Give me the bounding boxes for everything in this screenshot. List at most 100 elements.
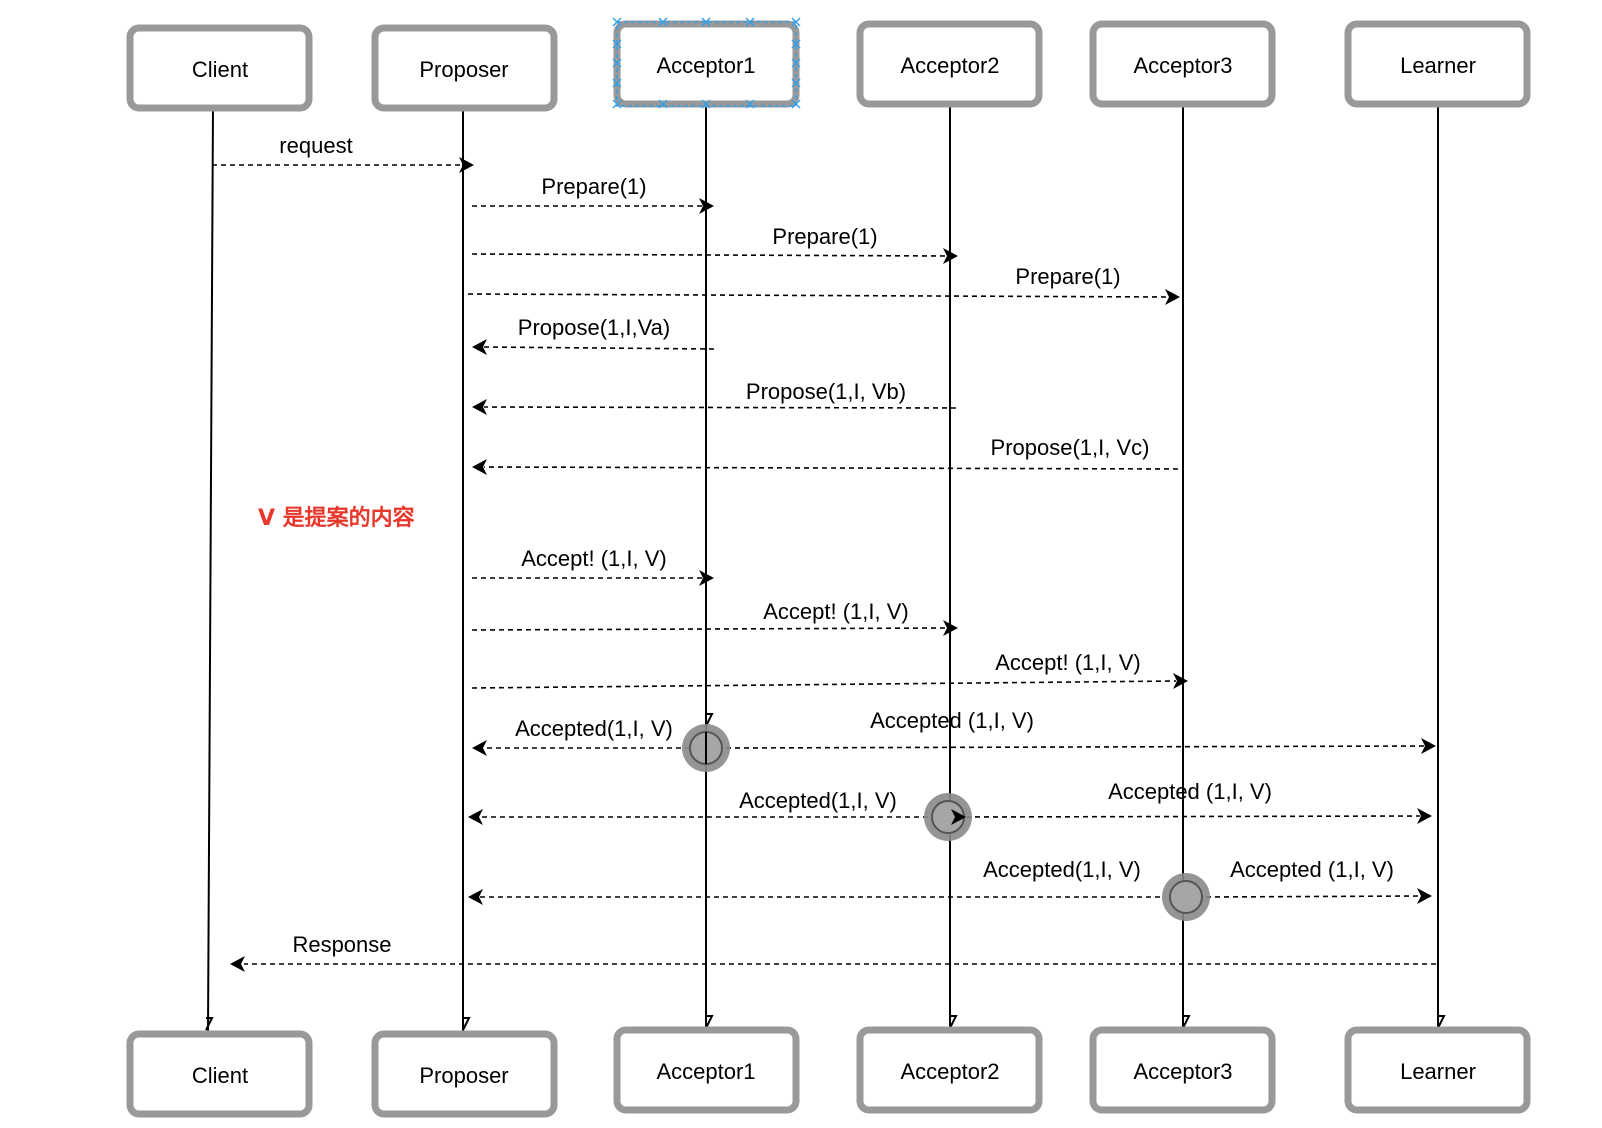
selection-handle-ml[interactable] bbox=[612, 58, 622, 68]
arrow-head-response bbox=[230, 956, 245, 972]
actor-label-proposer-bottom: Proposer bbox=[419, 1063, 508, 1088]
message-line-accept-a2[interactable] bbox=[471, 627, 947, 631]
message-label-prepare-a1: Prepare(1) bbox=[541, 174, 646, 199]
message-label-accepted-a1-learner: Accepted (1,I, V) bbox=[870, 708, 1034, 733]
actor-label-learner-bottom: Learner bbox=[1400, 1059, 1476, 1084]
actor-box-acceptor2-bottom[interactable] bbox=[856, 1026, 1043, 1114]
actor-box-learner-top[interactable] bbox=[1344, 20, 1531, 108]
arrow-head-accept-a2 bbox=[943, 620, 958, 636]
messages: request Prepare(1) Prepare(1) Prepare(1)… bbox=[212, 133, 1436, 972]
message-label-accept-a3: Accept! (1,I, V) bbox=[995, 650, 1141, 675]
message-label-propose-vc: Propose(1,I, Vc) bbox=[991, 435, 1150, 460]
activation-arrow-acceptor2 bbox=[951, 809, 966, 825]
message-label-request: request bbox=[279, 133, 352, 158]
activation-tip-acceptor1 bbox=[705, 713, 714, 727]
selection-handle-ml-3[interactable] bbox=[612, 78, 622, 88]
arrow-head-accepted-a3-learner bbox=[1417, 888, 1432, 904]
selection-handle-br[interactable] bbox=[791, 99, 801, 109]
actor-label-acceptor1-top: Acceptor1 bbox=[656, 53, 755, 78]
arrow-head-propose-vb bbox=[472, 399, 487, 415]
selection-handle-bm[interactable] bbox=[701, 99, 711, 109]
arrow-head-accepted-a2-proposer bbox=[468, 809, 483, 825]
actor-box-acceptor3-top[interactable] bbox=[1089, 20, 1276, 108]
actor-label-proposer-top: Proposer bbox=[419, 57, 508, 82]
actor-label-acceptor3-top: Acceptor3 bbox=[1133, 53, 1232, 78]
lifeline-end-tip-acceptor1 bbox=[705, 1015, 714, 1029]
message-label-accepted-a3-proposer: Accepted(1,I, V) bbox=[983, 857, 1141, 882]
arrow-head-accepted-a2-learner bbox=[1417, 808, 1432, 824]
message-label-accepted-a3-learner: Accepted (1,I, V) bbox=[1230, 857, 1394, 882]
selection-handle-bl[interactable] bbox=[612, 99, 622, 109]
message-line-accepted-a3-learner[interactable] bbox=[1205, 895, 1421, 898]
message-line-propose-vc[interactable] bbox=[483, 466, 1179, 470]
actor-label-client-top: Client bbox=[192, 57, 248, 82]
actor-boxes-top: Client Proposer Acceptor1 Acceptor2 Acce… bbox=[126, 20, 1531, 112]
message-label-response: Response bbox=[292, 932, 391, 957]
actor-box-acceptor2-top[interactable] bbox=[856, 20, 1043, 108]
message-label-accept-a2: Accept! (1,I, V) bbox=[763, 599, 909, 624]
message-label-prepare-a2: Prepare(1) bbox=[772, 224, 877, 249]
selection-handle-bm-1[interactable] bbox=[658, 99, 668, 109]
selection-handle-tr[interactable] bbox=[791, 17, 801, 27]
arrow-head-accepted-a3-proposer bbox=[468, 889, 483, 905]
arrow-head-accept-a1 bbox=[699, 570, 714, 586]
message-label-accepted-a2-proposer: Accepted(1,I, V) bbox=[739, 788, 897, 813]
message-label-accepted-a2-learner: Accepted (1,I, V) bbox=[1108, 779, 1272, 804]
activation-marker-acceptor3-inner bbox=[1169, 880, 1203, 914]
message-line-accepted-a1-learner[interactable] bbox=[725, 745, 1425, 749]
selection-handle-tm-2[interactable] bbox=[745, 17, 755, 27]
arrow-head-request bbox=[459, 157, 474, 173]
selection-handle-mr-3[interactable] bbox=[791, 78, 801, 88]
actor-boxes-bottom: Client Proposer Acceptor1 Acceptor2 Acce… bbox=[126, 1026, 1531, 1118]
message-line-propose-va[interactable] bbox=[483, 346, 715, 350]
arrow-head-propose-va bbox=[472, 339, 487, 355]
message-line-accepted-a2-learner[interactable] bbox=[965, 815, 1421, 818]
selection-handle-tl[interactable] bbox=[612, 17, 622, 27]
actor-label-acceptor2-top: Acceptor2 bbox=[900, 53, 999, 78]
message-line-prepare-a3[interactable] bbox=[467, 293, 1169, 298]
selection-handle-mr[interactable] bbox=[791, 58, 801, 68]
lifeline-end-tip-proposer bbox=[462, 1017, 471, 1031]
message-label-propose-va: Propose(1,I,Va) bbox=[518, 315, 670, 340]
message-line-propose-vb[interactable] bbox=[483, 406, 957, 409]
arrow-head-prepare-a2 bbox=[943, 248, 958, 264]
activation-markers bbox=[682, 724, 1210, 921]
actor-box-proposer-bottom[interactable] bbox=[371, 1030, 558, 1118]
message-line-accept-a3[interactable] bbox=[471, 680, 1177, 689]
actor-box-proposer-top[interactable] bbox=[371, 24, 558, 112]
actor-label-client-bottom: Client bbox=[192, 1063, 248, 1088]
arrow-head-prepare-a3 bbox=[1165, 289, 1180, 305]
lifeline-client bbox=[207, 105, 214, 1033]
actor-box-learner-bottom[interactable] bbox=[1344, 1026, 1531, 1114]
selection-handle-ml-2[interactable] bbox=[612, 39, 622, 49]
selection-handle-mr-2[interactable] bbox=[791, 39, 801, 49]
arrow-head-accept-a3 bbox=[1173, 673, 1188, 689]
actor-label-learner-top: Learner bbox=[1400, 53, 1476, 78]
arrow-head-prepare-a1 bbox=[699, 198, 714, 214]
lifeline-end-tip-acceptor3 bbox=[1182, 1015, 1191, 1029]
lifeline-end-tip-client bbox=[205, 1017, 214, 1031]
message-label-accepted-a1-proposer: Accepted(1,I, V) bbox=[515, 716, 673, 741]
selection-handle-tm-1[interactable] bbox=[658, 17, 668, 27]
selection-handles[interactable] bbox=[612, 17, 801, 109]
actor-box-acceptor1-bottom[interactable] bbox=[613, 1026, 800, 1114]
selection-handle-bm-2[interactable] bbox=[745, 99, 755, 109]
message-label-propose-vb: Propose(1,I, Vb) bbox=[746, 379, 906, 404]
arrow-head-propose-vc bbox=[472, 459, 487, 475]
actor-label-acceptor1-bottom: Acceptor1 bbox=[656, 1059, 755, 1084]
actor-box-client-top[interactable] bbox=[126, 24, 313, 112]
actor-box-client-bottom[interactable] bbox=[126, 1030, 313, 1118]
lifeline-end-tip-learner bbox=[1437, 1015, 1446, 1029]
actor-label-acceptor2-bottom: Acceptor2 bbox=[900, 1059, 999, 1084]
actor-label-acceptor3-bottom: Acceptor3 bbox=[1133, 1059, 1232, 1084]
note-v-content: V 是提案的内容 bbox=[258, 505, 415, 531]
arrow-head-accepted-a1-proposer bbox=[472, 740, 487, 756]
message-label-prepare-a3: Prepare(1) bbox=[1015, 264, 1120, 289]
message-label-accept-a1: Accept! (1,I, V) bbox=[521, 546, 667, 571]
message-line-prepare-a2[interactable] bbox=[471, 253, 947, 257]
actor-box-acceptor3-bottom[interactable] bbox=[1089, 1026, 1276, 1114]
selection-handle-tm[interactable] bbox=[701, 17, 711, 27]
arrow-head-accepted-a1-learner bbox=[1421, 738, 1436, 754]
